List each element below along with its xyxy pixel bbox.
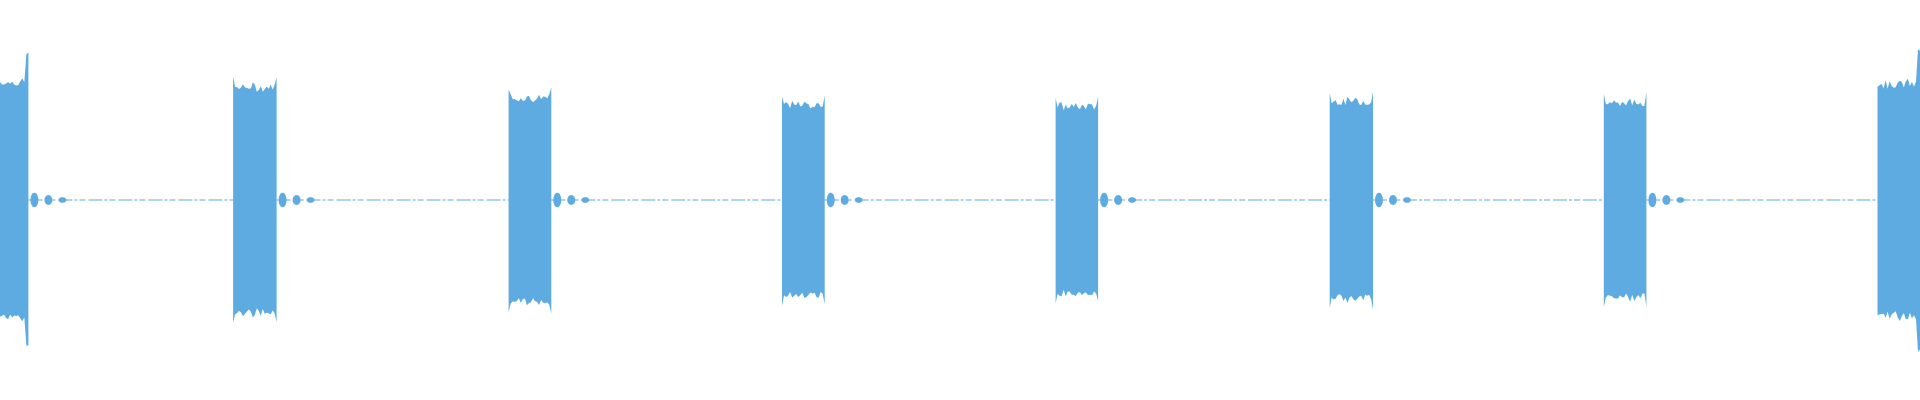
waveform-ringing xyxy=(1375,192,1383,208)
waveform-ringing xyxy=(1676,197,1685,203)
waveform-bursts xyxy=(0,49,1920,352)
waveform-ringing xyxy=(581,197,590,203)
waveform-burst-5 xyxy=(1055,97,1099,304)
waveform-ringing xyxy=(1100,192,1109,208)
waveform-silence xyxy=(28,192,1878,208)
waveform-ringing xyxy=(1662,195,1671,205)
waveform-ringing xyxy=(553,192,562,208)
waveform-ringing xyxy=(1648,192,1657,208)
waveform-ringing xyxy=(854,197,863,203)
waveform-ringing xyxy=(1403,197,1411,203)
waveform-ringing xyxy=(278,192,287,208)
waveform-ringing xyxy=(826,192,835,208)
waveform-ringing xyxy=(1389,195,1397,205)
waveform-ringing xyxy=(1114,195,1123,205)
waveform-burst-3 xyxy=(508,87,552,314)
waveform-burst-4 xyxy=(782,95,825,307)
waveform-burst-7 xyxy=(1603,92,1647,308)
waveform-ringing xyxy=(30,192,39,208)
waveform-ringing xyxy=(1128,197,1137,203)
waveform-burst-1 xyxy=(0,52,29,346)
waveform-ringing xyxy=(567,195,576,205)
waveform-burst-8 xyxy=(1877,49,1920,352)
waveform-ringing xyxy=(306,197,315,203)
waveform-burst-6 xyxy=(1329,91,1373,310)
waveform-ringing xyxy=(292,195,301,205)
waveform-burst-2 xyxy=(233,76,277,323)
waveform-ringing xyxy=(44,195,53,205)
waveform-ringing xyxy=(840,195,849,205)
waveform-ringing xyxy=(58,197,67,203)
